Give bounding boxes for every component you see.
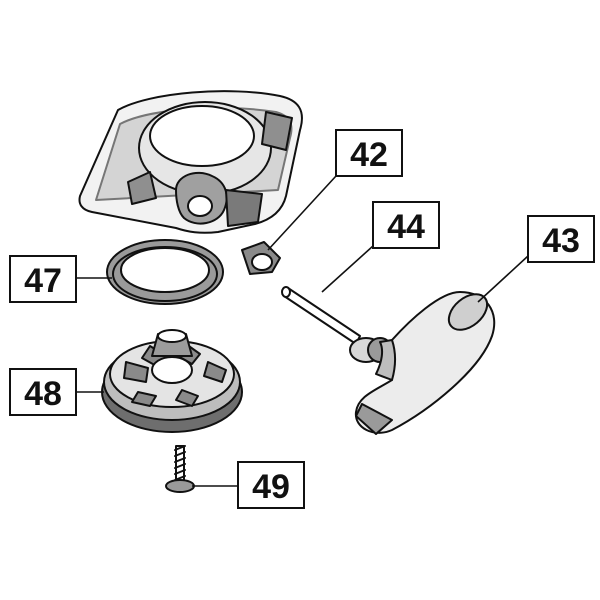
leader-43 xyxy=(477,255,529,303)
starter-housing xyxy=(78,90,303,234)
callout-48: 48 xyxy=(9,368,77,416)
starter-handle xyxy=(354,291,496,435)
rope-pulley xyxy=(101,329,243,433)
spring-ring xyxy=(106,239,224,305)
callout-42: 42 xyxy=(335,129,403,177)
callout-43-label: 43 xyxy=(542,222,580,260)
screw xyxy=(165,445,195,493)
leader-44 xyxy=(321,245,374,293)
callout-43: 43 xyxy=(527,215,595,263)
starter-rope xyxy=(281,286,393,363)
callout-44: 44 xyxy=(372,201,440,249)
callout-49-label: 49 xyxy=(252,468,290,506)
callout-49: 49 xyxy=(237,461,305,509)
callout-42-label: 42 xyxy=(350,136,388,174)
callout-47: 47 xyxy=(9,255,77,303)
callout-47-label: 47 xyxy=(24,262,62,300)
bolt xyxy=(241,241,281,275)
callout-44-label: 44 xyxy=(387,208,425,246)
leader-42 xyxy=(267,175,337,251)
callout-48-label: 48 xyxy=(24,375,62,413)
